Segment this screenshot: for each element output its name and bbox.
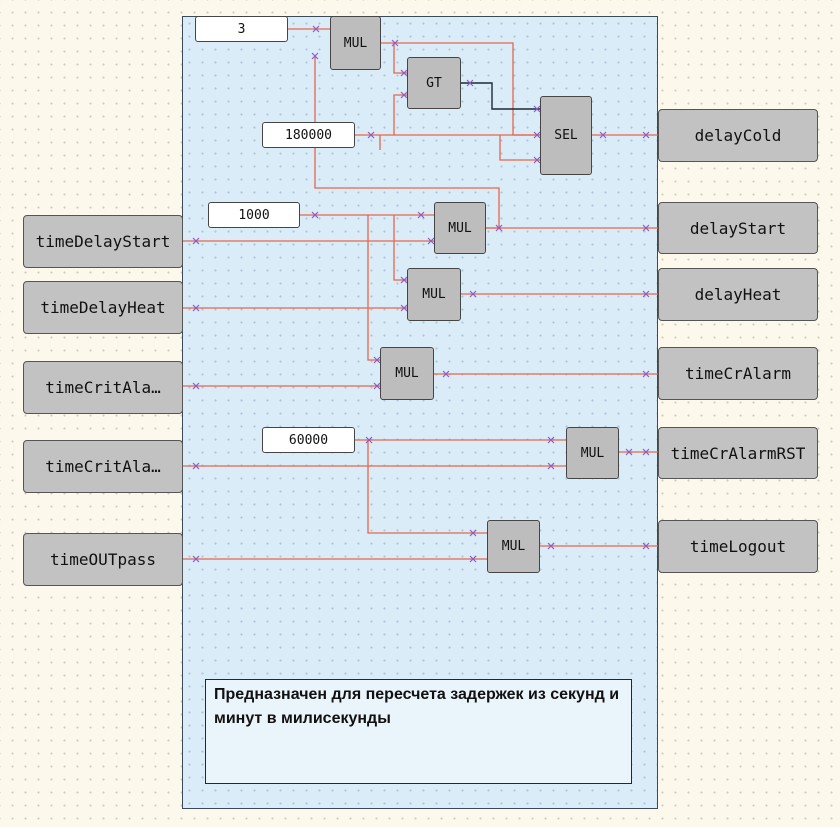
comment-box[interactable]: Предназначен для пересчета задержек из с…	[205, 679, 632, 784]
input-time-delay-heat[interactable]: timeDelayHeat	[23, 281, 183, 334]
mul-block-1[interactable]: MUL	[330, 16, 381, 70]
gt-to-sel-wire	[461, 82, 540, 110]
mul-block-crit-alarm-rst[interactable]: MUL	[566, 427, 619, 479]
input-time-out-pass[interactable]: timeOUTpass	[23, 533, 183, 586]
mul-block-delay-heat[interactable]: MUL	[407, 268, 461, 321]
output-delay-cold[interactable]: delayCold	[658, 109, 818, 162]
pin-markers	[192, 25, 650, 563]
constant-3[interactable]: 3	[195, 16, 288, 42]
input-time-delay-start[interactable]: timeDelayStart	[23, 215, 183, 268]
mul-block-crit-alarm[interactable]: MUL	[380, 347, 434, 400]
output-time-cr-alarm-rst[interactable]: timeCrAlarmRST	[658, 427, 818, 479]
constant-60000[interactable]: 60000	[262, 427, 355, 453]
constant-1000[interactable]: 1000	[208, 202, 300, 228]
mul-block-logout[interactable]: MUL	[487, 520, 540, 573]
output-delay-heat[interactable]: delayHeat	[658, 268, 818, 321]
output-delay-start[interactable]: delayStart	[658, 202, 818, 254]
gt-block[interactable]: GT	[407, 57, 461, 109]
mul-block-delay-start[interactable]: MUL	[434, 202, 486, 254]
constant-180000[interactable]: 180000	[262, 122, 355, 148]
input-time-crit-alarm[interactable]: timeCritAla…	[23, 361, 183, 414]
input-time-crit-alarm-rst[interactable]: timeCritAla…	[23, 440, 183, 493]
output-time-logout[interactable]: timeLogout	[658, 520, 818, 573]
sel-block[interactable]: SEL	[540, 96, 592, 175]
output-time-cr-alarm[interactable]: timeCrAlarm	[658, 347, 818, 400]
